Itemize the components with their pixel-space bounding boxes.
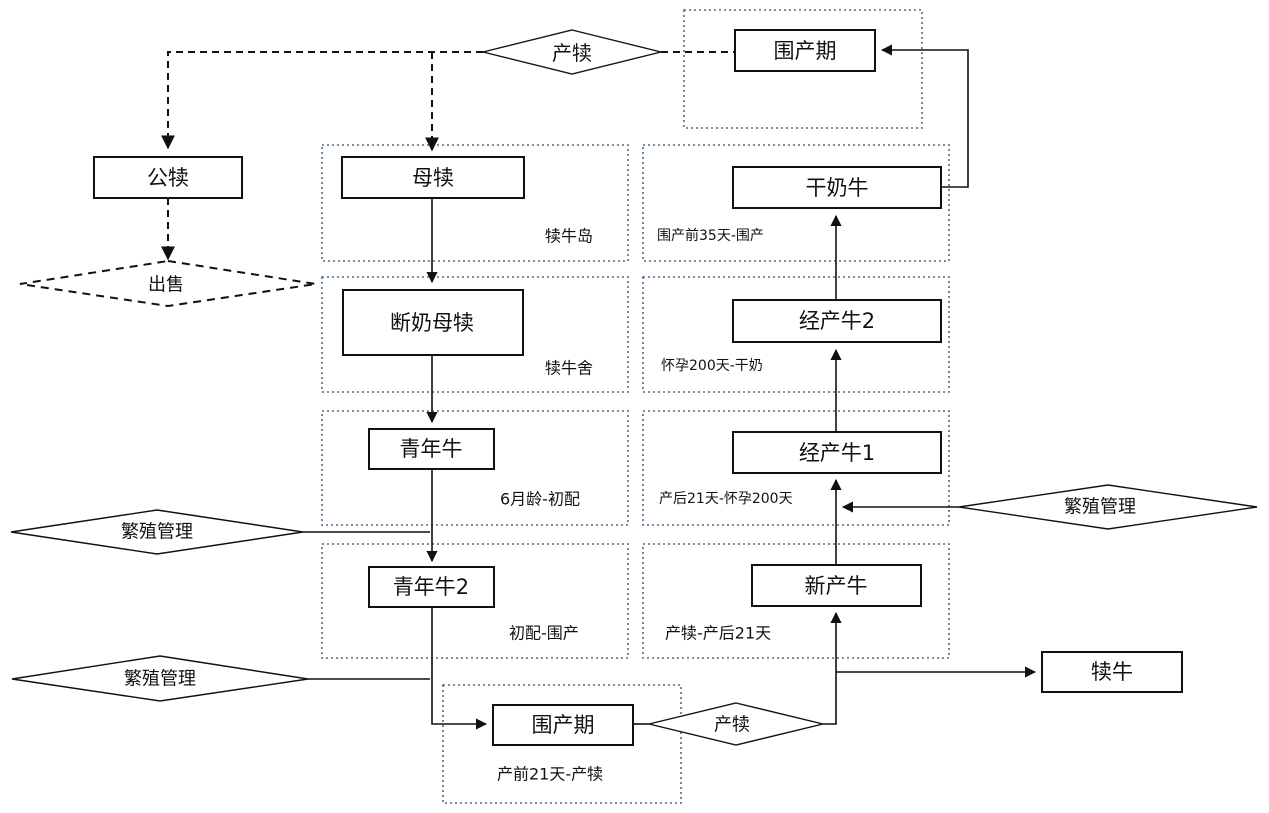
decision-chushou-label: 出售 <box>148 275 184 296</box>
decision-chandu-top: 产犊 <box>482 29 662 75</box>
node-weichanqi-top-label: 围产期 <box>774 39 837 63</box>
node-jingchanniu2: 经产牛2 <box>732 299 942 343</box>
edge-ganai-to-weichanqi-top <box>880 44 969 188</box>
node-mudu: 母犊 <box>341 156 525 199</box>
edge-qingnian2-to-weichanqi <box>431 607 488 730</box>
node-gongdu: 公犊 <box>93 156 243 199</box>
decision-fanzhi-right: 繁殖管理 <box>958 484 1258 530</box>
zone-label-dunniudao: 犊牛岛 <box>545 227 593 246</box>
decision-fanzhi-left2-label: 繁殖管理 <box>124 668 196 690</box>
decision-fanzhi-left1: 繁殖管理 <box>10 509 304 555</box>
node-qingnianniu2-label: 青年牛2 <box>393 575 469 599</box>
zone-weichanqi-bottom <box>442 684 682 804</box>
zone-label-dunniushe: 犊牛舍 <box>545 359 593 378</box>
decision-fanzhi-left2: 繁殖管理 <box>11 655 309 702</box>
node-duannai-mudu-label: 断奶母犊 <box>390 311 474 335</box>
node-weichanqi-top: 围产期 <box>734 29 876 72</box>
node-qingnianniu: 青年牛 <box>368 428 495 470</box>
zone-label-weichanqian35-weichan: 围产前35天-围产 <box>657 227 764 244</box>
node-jingchanniu1-label: 经产牛1 <box>799 441 875 465</box>
zone-label-huaiyun200-ganai: 怀孕200天-干奶 <box>661 358 763 374</box>
node-xinchanniu-label: 新产牛 <box>805 574 868 598</box>
node-duannai-mudu: 断奶母犊 <box>342 289 524 356</box>
zone-label-6yue-chupei: 6月龄-初配 <box>500 490 580 509</box>
node-duniu: 犊牛 <box>1041 651 1183 693</box>
node-ganainiu: 干奶牛 <box>732 166 942 209</box>
decision-chushou: 出售 <box>19 259 317 308</box>
decision-chandu-bottom: 产犊 <box>648 702 824 746</box>
node-jingchanniu2-label: 经产牛2 <box>799 309 875 333</box>
node-qingnianniu-label: 青年牛 <box>400 437 463 461</box>
node-weichanqi-bottom: 围产期 <box>492 704 634 746</box>
node-jingchanniu1: 经产牛1 <box>732 431 942 474</box>
decision-fanzhi-left1-label: 繁殖管理 <box>121 521 193 543</box>
decision-chandu-top-label: 产犊 <box>552 41 592 65</box>
zone-label-chupei-weichan: 初配-围产 <box>509 624 579 643</box>
zone-dunniudao <box>321 144 629 262</box>
zone-label-chandu-chanhou21: 产犊-产后21天 <box>665 624 771 643</box>
edge-chandu-to-xinchan <box>823 611 842 725</box>
node-weichanqi-bottom-label: 围产期 <box>532 713 595 737</box>
decision-chandu-bottom-label: 产犊 <box>714 715 750 736</box>
zone-weichanqian35 <box>642 144 950 262</box>
node-duniu-label: 犊牛 <box>1091 660 1133 684</box>
zone-weichanqi-top <box>683 9 923 129</box>
edge-chandu-left-branch <box>161 51 483 150</box>
node-xinchanniu: 新产牛 <box>751 564 922 607</box>
node-mudu-label: 母犊 <box>412 166 454 190</box>
node-qingnianniu2: 青年牛2 <box>368 566 495 608</box>
zone-label-chanhou21-huaiyun200: 产后21天-怀孕200天 <box>659 491 793 507</box>
zone-label-chanqian21-chandu: 产前21天-产犊 <box>497 765 603 784</box>
node-ganainiu-label: 干奶牛 <box>806 176 869 200</box>
node-gongdu-label: 公犊 <box>147 166 189 190</box>
decision-fanzhi-right-label: 繁殖管理 <box>1064 496 1136 518</box>
